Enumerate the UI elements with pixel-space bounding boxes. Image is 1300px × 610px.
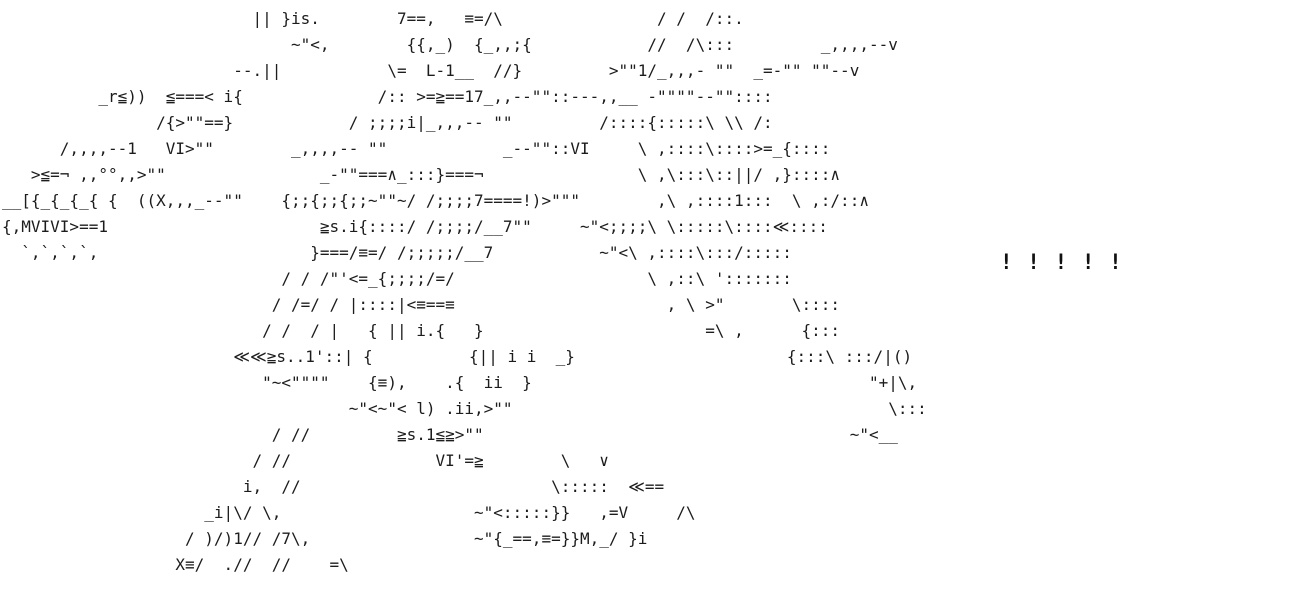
ascii-art: || }is. 7==, ≡=/\ / / /::. ~"<, {{,_) {_…	[2, 9, 927, 574]
exclamation-text: ! ! ! ! !	[1000, 250, 1123, 274]
